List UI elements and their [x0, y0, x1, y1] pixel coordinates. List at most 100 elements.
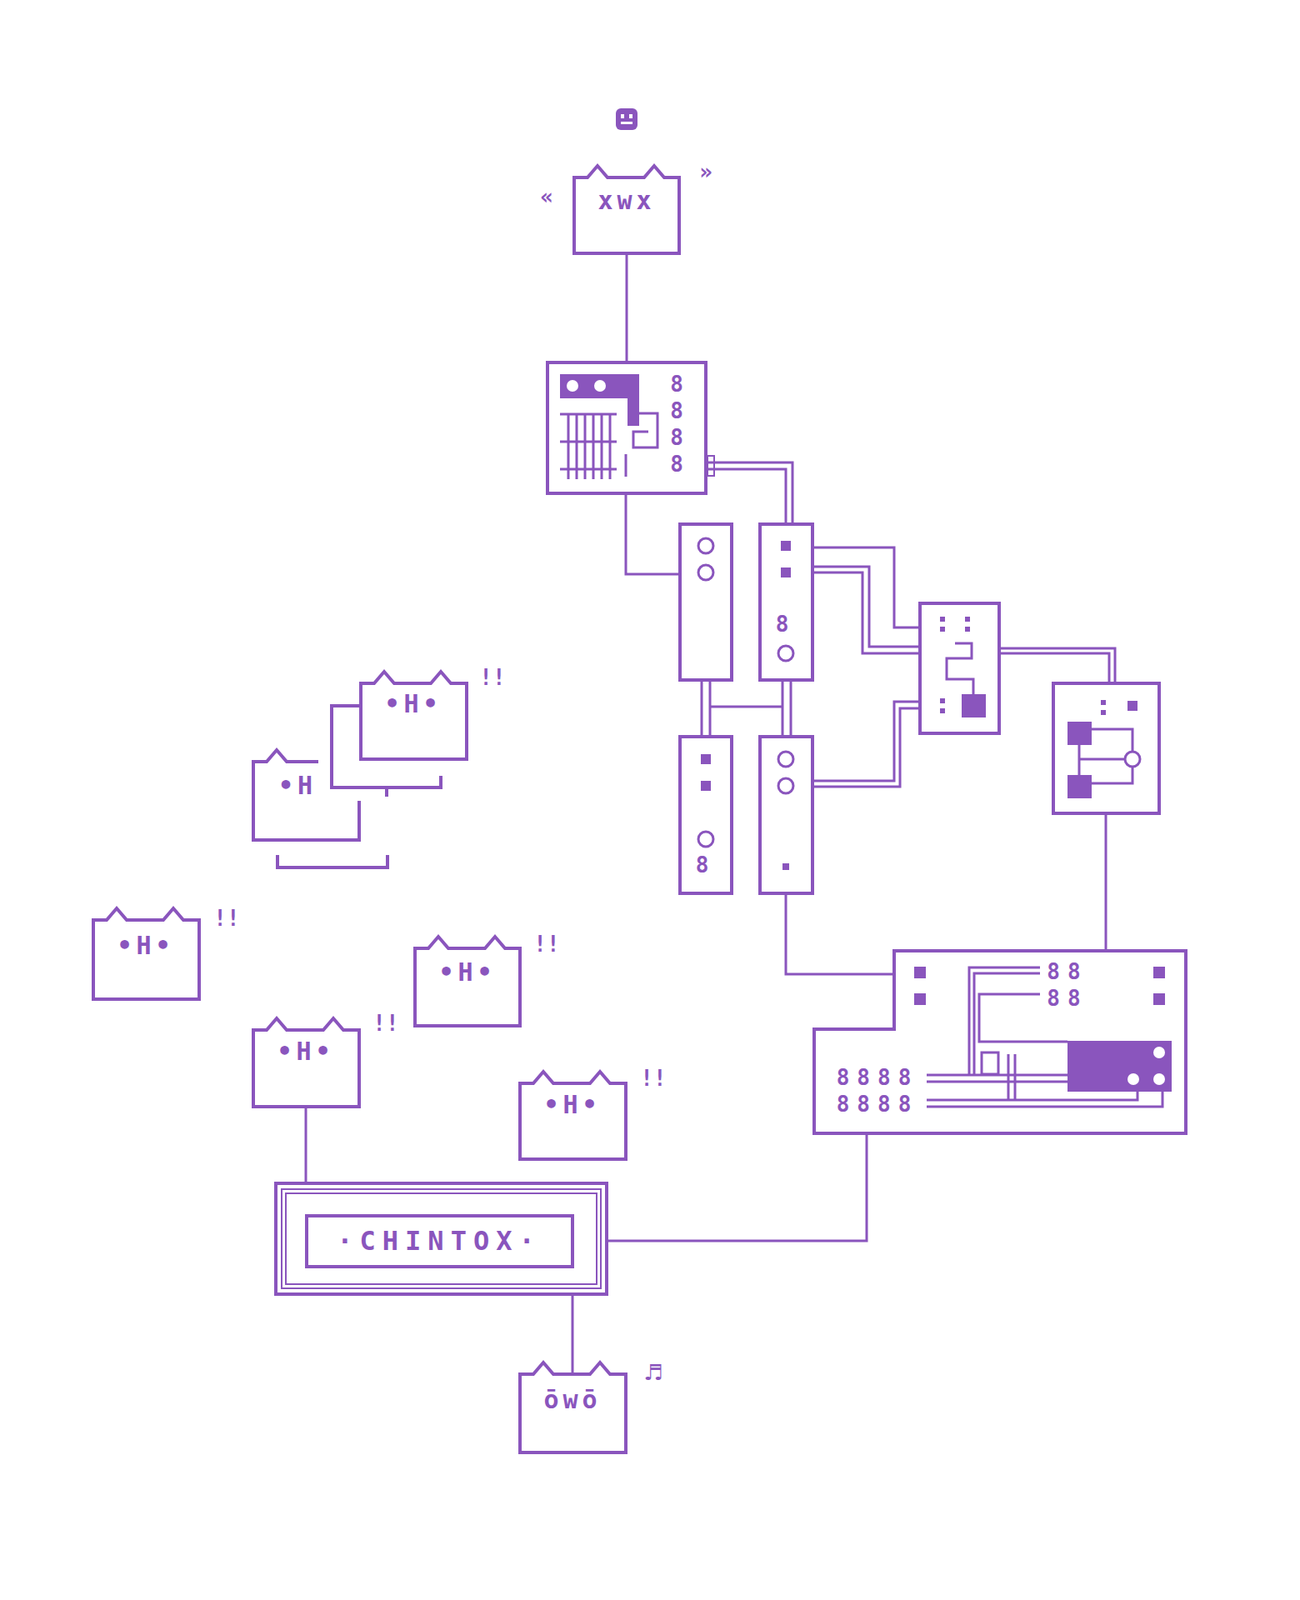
- right-chip: [1100, 710, 1106, 715]
- connector: [571, 1295, 575, 1373]
- cat-box: •H•: [91, 918, 201, 1001]
- chip-board: 888888888888: [812, 949, 1188, 1135]
- node-text: •H•: [116, 933, 175, 959]
- node-outline: [760, 524, 813, 680]
- big-chip-detail: [1127, 1073, 1140, 1085]
- wire: [625, 495, 1115, 975]
- big-chip-detail: [1153, 993, 1165, 1005]
- chip-detail: [633, 413, 658, 448]
- right-chip: [1053, 683, 1160, 814]
- chip-strip: [680, 524, 732, 680]
- node-outline: [275, 1183, 607, 1295]
- big-chip-detail: [914, 993, 926, 1005]
- node-text: 88: [1046, 987, 1088, 1010]
- node-outline: [814, 950, 1186, 1134]
- cat-outline: [360, 671, 467, 760]
- small-chip: [920, 603, 1000, 734]
- strip-symbols: [782, 863, 790, 870]
- chip-detail: [625, 454, 628, 477]
- plate-border: [281, 1189, 601, 1289]
- wire: [701, 681, 710, 735]
- strip-symbols: [780, 567, 791, 578]
- annotation: !!: [479, 666, 505, 689]
- right-chip: [1100, 700, 1106, 705]
- wire: [814, 708, 919, 787]
- cat-box: ōwō: [518, 1372, 628, 1455]
- annotation: »: [699, 160, 713, 183]
- connector-line: [608, 1135, 867, 1241]
- face-icon: [629, 114, 633, 119]
- strip-symbols: [778, 751, 794, 767]
- big-chip-detail: [1067, 1040, 1172, 1092]
- node-text: •H•: [438, 960, 496, 985]
- cat-outline: [253, 1018, 360, 1107]
- annotation: !!: [533, 933, 560, 955]
- wire: [814, 566, 919, 647]
- plate-inner: [306, 1215, 573, 1267]
- chip-strip: 8: [758, 522, 815, 682]
- cat-box: •H•: [251, 1028, 361, 1109]
- right-chip: [1067, 700, 1138, 799]
- chip-detail: [560, 374, 715, 480]
- big-chip-detail: [1153, 1073, 1165, 1085]
- big-chip-detail: [981, 1052, 999, 1075]
- small-chip: [920, 603, 1000, 734]
- big-chip-detail: [914, 966, 1172, 1107]
- cat-box: xwx: [572, 175, 681, 255]
- node-outline: [520, 1362, 626, 1453]
- chip-detail: [707, 455, 715, 476]
- big-chip-detail: [1153, 966, 1165, 979]
- cat-box: •H: [251, 760, 361, 842]
- strip-symbols: [780, 540, 791, 551]
- face-icon: [620, 114, 625, 119]
- node-outline: [574, 165, 680, 254]
- node-outline: [93, 908, 200, 1000]
- node-text: 8888: [836, 1066, 920, 1089]
- box-outline: [760, 524, 813, 680]
- annotation: «: [540, 185, 554, 208]
- connector: [625, 255, 629, 361]
- small-chip: [940, 708, 945, 714]
- small-chip: [946, 643, 974, 695]
- wire: [1105, 815, 1108, 950]
- node-outline: [680, 736, 732, 894]
- small-chip: [965, 616, 970, 622]
- small-chip: [940, 616, 945, 622]
- big-chip-detail: [926, 1054, 1163, 1107]
- node-text: 8: [695, 854, 717, 876]
- big-chip-detail: [1153, 1046, 1165, 1059]
- annotation: !!: [372, 1012, 399, 1035]
- plate-border: [285, 1193, 597, 1285]
- chip-strip: 8: [678, 735, 734, 895]
- connector-line: [571, 1295, 575, 1373]
- node-outline: [547, 362, 706, 494]
- wire: [814, 547, 919, 628]
- wire: [814, 701, 919, 781]
- small-chip: [940, 626, 945, 632]
- connector-line: [625, 255, 629, 361]
- node-outline: [520, 1071, 626, 1160]
- strip-symbols: [700, 780, 711, 791]
- node-text: •H: [278, 773, 317, 799]
- connector-line: [707, 469, 786, 523]
- node-text: ōwō: [543, 1387, 601, 1413]
- node-text: ·CHINTOX·: [336, 1227, 541, 1255]
- connector: [305, 1108, 308, 1182]
- big-chip-detail: [969, 967, 1068, 1075]
- chip-detail: [566, 380, 579, 392]
- cat-box: •H•: [518, 1081, 628, 1161]
- node-outline: [360, 671, 467, 760]
- big-chip-detail: [914, 966, 926, 979]
- small-chip: [940, 616, 986, 718]
- cat-outline: [415, 936, 520, 1026]
- chip-detail: [560, 414, 617, 470]
- small-chip: [965, 626, 970, 632]
- connector-line: [305, 1108, 308, 1182]
- wire: [785, 895, 895, 975]
- right-chip: [1127, 700, 1138, 711]
- node-outline: [545, 360, 708, 495]
- strip-symbols: [698, 565, 714, 580]
- cat-outline: [520, 1362, 626, 1453]
- cat-box: •H•: [359, 681, 469, 761]
- plate-border: [275, 1183, 607, 1295]
